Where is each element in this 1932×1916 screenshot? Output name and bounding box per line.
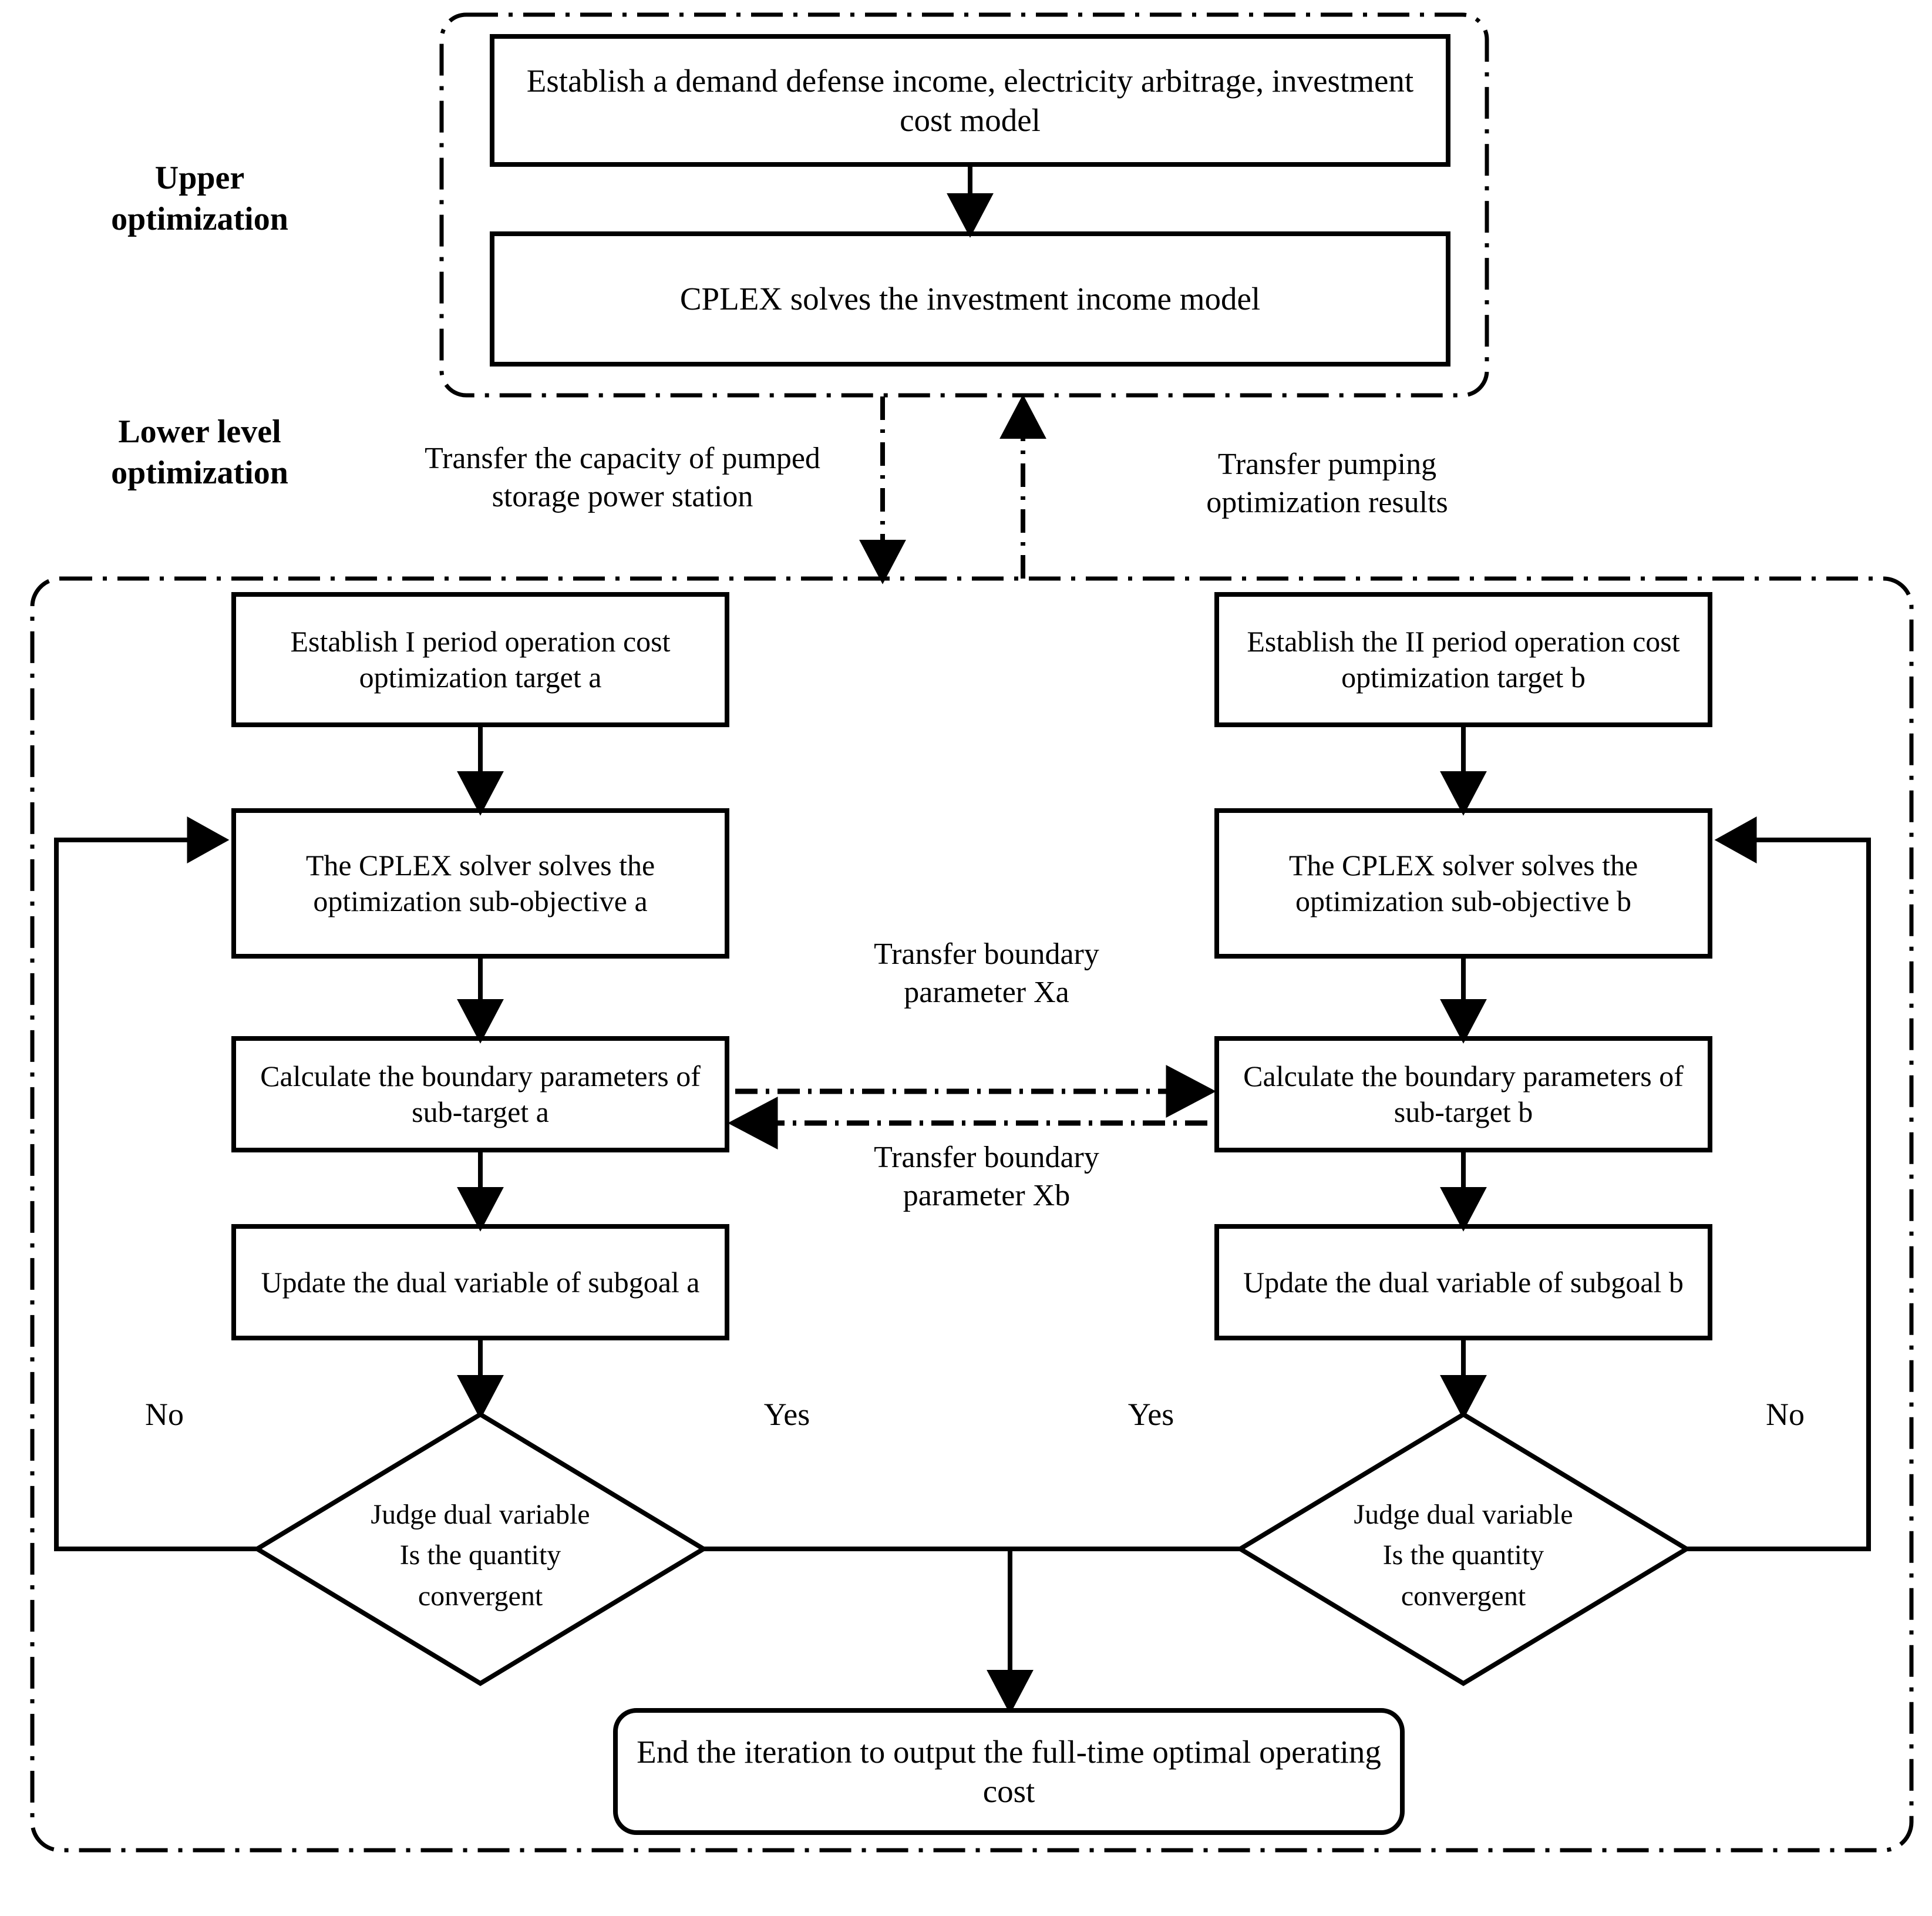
transfer-xa-label: Transfer boundary parameter Xa [874, 937, 1099, 1009]
right-cplex-box [1214, 808, 1712, 959]
transfer-xb-label: Transfer boundary parameter Xb [874, 1141, 1099, 1212]
left-no-feedback-path [54, 816, 257, 1551]
left-no-label: No [145, 1397, 184, 1432]
terminal-box [613, 1708, 1405, 1835]
left-update-box [231, 1224, 729, 1340]
lower-optimization-container [30, 576, 1914, 1853]
upper-solve-box [490, 231, 1450, 367]
left-calculate-box [231, 1036, 729, 1152]
right-establish-box [1214, 592, 1712, 727]
transfer-pumping-label: Transfer pumping optimization results [1206, 448, 1448, 519]
right-yes-label: Yes [1127, 1397, 1174, 1432]
upper-optimization-container [439, 12, 1489, 398]
upper-model-box [490, 34, 1450, 167]
left-yes-label: Yes [763, 1397, 810, 1432]
transfer-capacity-label: Transfer the capacity of pumped storage … [425, 442, 820, 513]
right-calculate-box [1214, 1036, 1712, 1152]
right-decision-diamond [1236, 1411, 1691, 1686]
right-update-box [1214, 1224, 1712, 1340]
left-establish-box [231, 592, 729, 727]
left-decision-diamond [253, 1411, 708, 1686]
side-label-lower: Lower level optimization [111, 414, 288, 491]
left-cplex-box [231, 808, 729, 959]
right-no-feedback-path [1687, 816, 1871, 1551]
right-no-label: No [1766, 1397, 1805, 1432]
side-label-upper: Upper optimization [111, 160, 288, 237]
